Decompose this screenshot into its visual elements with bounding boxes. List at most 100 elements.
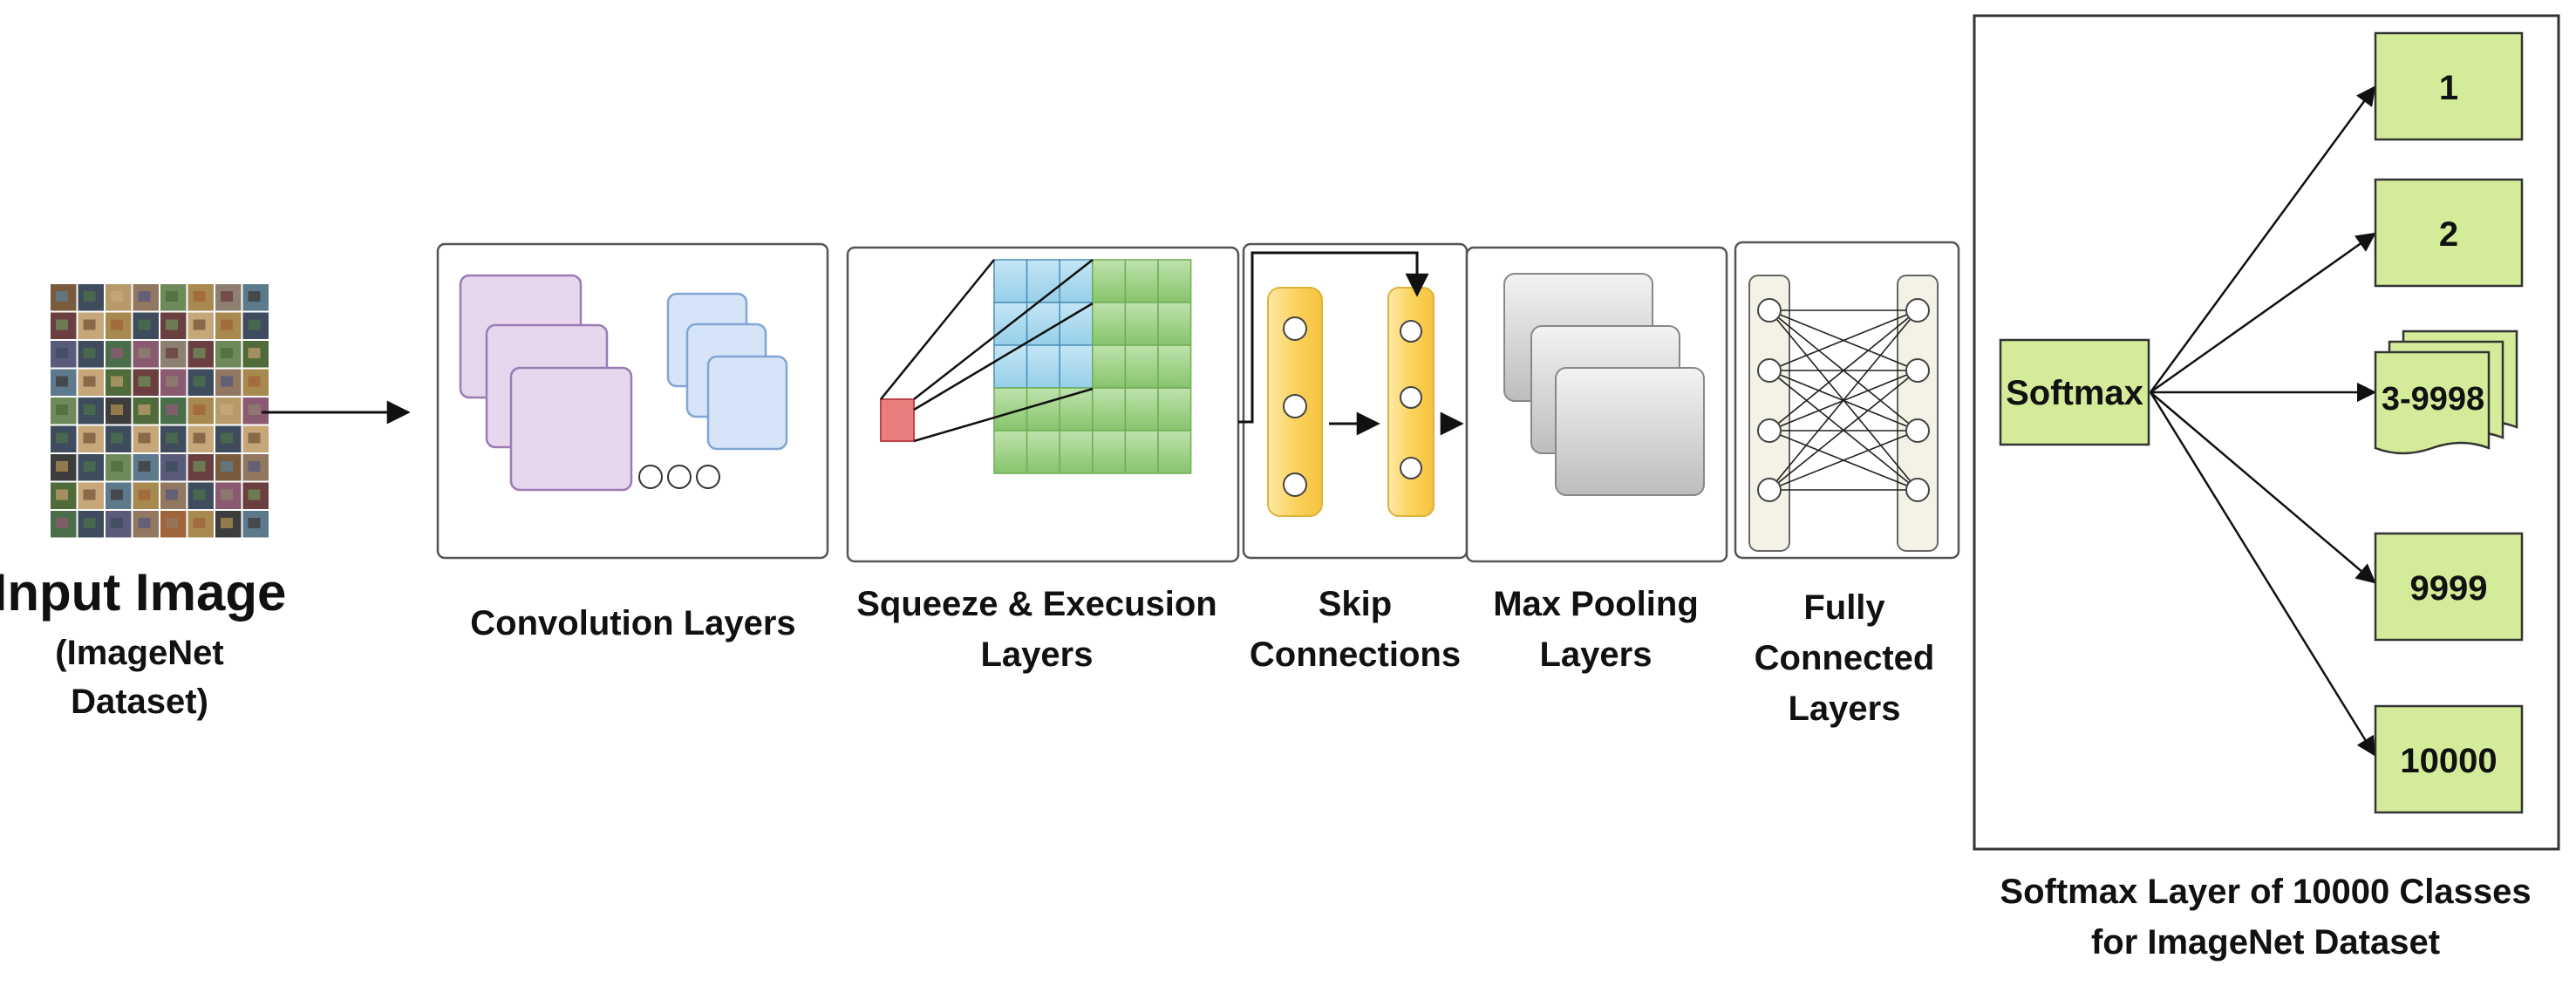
mosaic-thumbnail-detail [193, 348, 206, 358]
se-grid-cell-blue [1026, 259, 1060, 303]
mosaic-thumbnail-detail [193, 518, 206, 528]
mosaic-thumbnail-detail [56, 319, 68, 330]
skip-node-r2 [1400, 386, 1422, 409]
mosaic-thumbnail-detail [111, 291, 123, 302]
se-projection-line-1 [880, 259, 995, 400]
se-grid-cell-green [1026, 387, 1060, 432]
fc-neuron [1905, 478, 1930, 502]
mosaic-thumbnail-detail [166, 432, 178, 444]
se-projection-line-3 [913, 302, 1094, 411]
mosaic-thumbnail-detail [138, 291, 151, 302]
fc-connections [1768, 309, 1918, 491]
se-grid-cell-green [1092, 302, 1127, 346]
fc-neuron [1757, 298, 1782, 323]
se-grid-cell-green [1092, 259, 1127, 303]
mosaic-thumbnail-detail [111, 432, 123, 444]
conv-label: Convolution Layers [470, 604, 795, 642]
se-grid [993, 259, 1192, 474]
se-grid-cell-green [1157, 344, 1192, 389]
se-grid-cell-green [1157, 387, 1192, 432]
se-grid-cell-green [1124, 259, 1159, 303]
mosaic-thumbnail-detail [56, 461, 68, 472]
skip-connections-block [1238, 242, 1469, 560]
softmax-output-4-label: 9999 [2410, 569, 2488, 608]
mosaic-thumbnail-detail [83, 518, 96, 528]
mosaic-thumbnail-detail [193, 404, 206, 415]
skip-connection-path [1238, 251, 1429, 424]
mosaic-thumbnail-detail [193, 432, 206, 444]
mosaic-thumbnail-detail [111, 348, 123, 358]
se-grid-cell-green [1157, 259, 1192, 303]
squeeze-excitation-block [846, 246, 1240, 563]
se-grid-cell-green [1124, 344, 1159, 389]
softmax-caption-line2: for ImageNet Dataset [2091, 923, 2440, 962]
input-image-mosaic [51, 284, 269, 538]
mosaic-thumbnail-detail [111, 319, 123, 330]
softmax-output-5-label: 10000 [2400, 742, 2497, 780]
mosaic-thumbnail-detail [248, 376, 261, 387]
softmax-output-4 [2374, 532, 2524, 642]
mosaic-thumbnail-detail [138, 518, 151, 528]
fc-neuron [1757, 478, 1782, 502]
softmax-node [1999, 338, 2150, 446]
skip-label-line2: Connections [1250, 635, 1461, 674]
mosaic-thumbnail-detail [221, 518, 233, 528]
fc-neuron [1757, 418, 1782, 443]
se-grid-cell-green [1059, 430, 1094, 474]
mosaic-thumbnail-detail [248, 291, 261, 302]
mosaic-thumbnail-detail [83, 291, 96, 302]
fc-connection-line [1768, 309, 1918, 432]
softmax-output-5 [2374, 704, 2524, 814]
conv-feature-map-blue-3 [706, 355, 788, 451]
mosaic-thumbnail-detail [166, 291, 178, 302]
mosaic-thumbnail-detail [221, 319, 233, 330]
conv-ellipsis-dot-1 [638, 465, 663, 489]
se-projection-line-4 [913, 387, 1094, 443]
mosaic-thumbnail-detail [221, 291, 233, 302]
mosaic-thumbnail-detail [221, 376, 233, 387]
mosaic-thumbnail-detail [221, 404, 233, 415]
max-pooling-block [1465, 246, 1728, 563]
mosaic-thumbnail-detail [56, 291, 68, 302]
mosaic-thumbnail-detail [138, 348, 151, 358]
mosaic-thumbnail-detail [248, 404, 261, 415]
mosaic-thumbnail-detail [138, 404, 151, 415]
se-projection-line-2 [913, 259, 1094, 400]
se-grid-cell-green [1092, 344, 1127, 389]
se-grid-cell-blue [1059, 302, 1094, 346]
fc-label-line1: Fully [1803, 588, 1885, 627]
mosaic-thumbnail-detail [248, 489, 261, 500]
mosaic-thumbnail-detail [56, 432, 68, 444]
fc-connection-line [1768, 309, 1918, 371]
mosaic-thumbnail-detail [138, 319, 151, 330]
mosaic-thumbnail-detail [83, 348, 96, 358]
se-grid-cell-green [1157, 302, 1192, 346]
input-image-subtitle-1: (ImageNet [55, 634, 223, 672]
softmax-arrow-1 [2149, 85, 2376, 393]
se-input-cell [880, 398, 915, 442]
mosaic-thumbnail-detail [221, 432, 233, 444]
input-image-title: Input Image [0, 563, 286, 622]
mosaic-thumbnail-detail [56, 518, 68, 528]
mosaic-thumbnail-detail [111, 461, 123, 472]
pool-label-line1: Max Pooling [1493, 585, 1699, 623]
mosaic-thumbnail-detail [56, 348, 68, 358]
mosaic-thumbnail-detail [193, 319, 206, 330]
se-label-line2: Layers [981, 635, 1094, 674]
softmax-node-label: Softmax [2006, 374, 2143, 412]
mosaic-thumbnail-detail [111, 518, 123, 528]
mosaic-thumbnail-detail [83, 404, 96, 415]
fc-neuron [1905, 298, 1930, 323]
input-image-subtitle-2: Dataset) [71, 683, 208, 721]
mosaic-thumbnail-detail [248, 348, 261, 358]
mosaic-thumbnail-detail [83, 319, 96, 330]
conv-ellipsis-dot-2 [667, 465, 692, 489]
mosaic-thumbnail-detail [111, 404, 123, 415]
mosaic-thumbnail-detail [166, 404, 178, 415]
mosaic-thumbnail-detail [111, 489, 123, 500]
mosaic-thumbnail-detail [83, 432, 96, 444]
softmax-arrow-5 [2149, 391, 2376, 757]
mosaic-thumbnail-detail [248, 461, 261, 472]
mosaic-thumbnail-detail [248, 319, 261, 330]
pool-label-line2: Layers [1540, 635, 1653, 674]
